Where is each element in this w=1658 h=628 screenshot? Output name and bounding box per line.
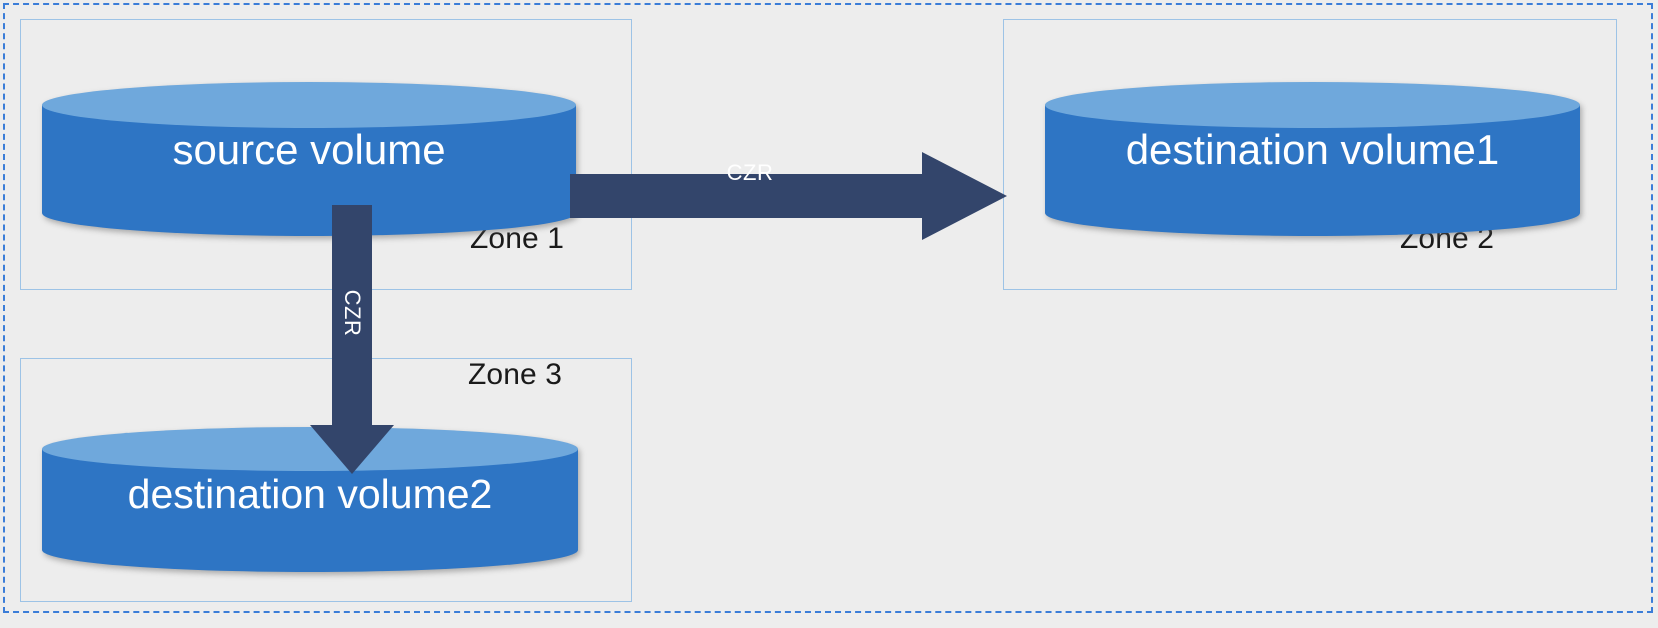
arrow-label-czr-vertical: CZR — [340, 289, 365, 337]
cylinder-top-ellipse — [42, 427, 578, 471]
region-boundary — [3, 3, 1653, 613]
cylinder-label-source-volume: source volume — [172, 126, 446, 173]
zone-label-zone3: Zone 3 — [468, 358, 562, 391]
cylinder-top-ellipse — [42, 82, 576, 128]
arrow-down-icon — [310, 205, 396, 477]
cylinder-label-destination-volume2: destination volume2 — [127, 471, 493, 517]
cylinder-label-destination-volume1: destination volume1 — [1125, 126, 1500, 173]
cylinder-top-ellipse — [1045, 82, 1580, 128]
arrow-right-icon — [570, 148, 1010, 244]
cylinder-destination-volume1: destination volume1 — [1045, 82, 1580, 236]
arrow-label-czr-horizontal: CZR — [726, 160, 774, 185]
cylinder-source-volume: source volume — [42, 82, 576, 236]
cylinder-destination-volume2: destination volume2 — [42, 427, 578, 572]
